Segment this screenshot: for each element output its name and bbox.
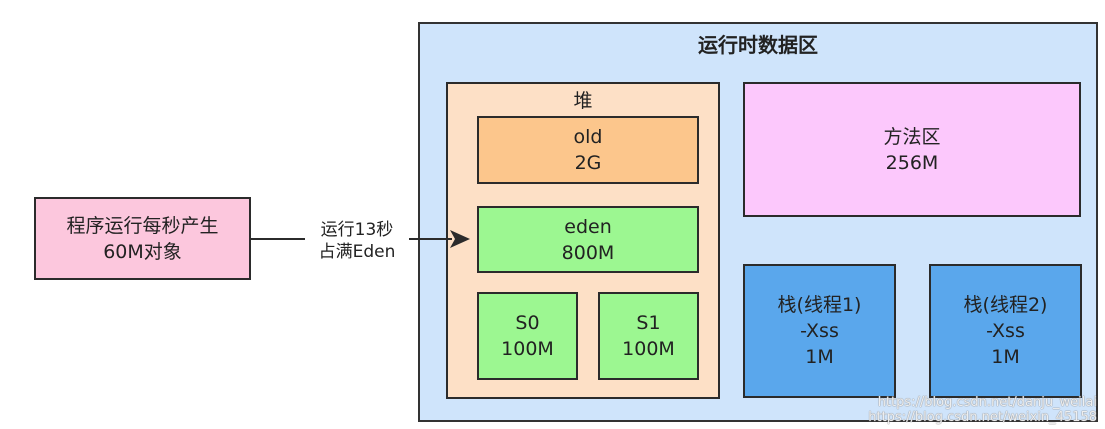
survivor-s1-label: S1 [636,312,661,334]
survivor-s0-label: S0 [515,312,540,334]
old-generation-label: old [573,126,603,148]
stack-thread1-box: 栈(线程1) -Xss 1M [743,264,896,398]
arrow-label-line2: 占满Eden [318,242,396,262]
arrow-head [450,230,470,248]
stack-thread2-size: 1M [991,346,1020,368]
watermark: https://blog.csdn.net/danju_weilai https… [868,395,1097,425]
program-label-line2: 60M对象 [103,240,182,263]
stack-thread1-size: 1M [805,346,834,368]
eden-size: 800M [561,241,615,264]
stack-thread2-box: 栈(线程2) -Xss 1M [929,264,1082,398]
arrow-label-line1: 运行13秒 [320,220,394,240]
stack-thread2-param: -Xss [986,320,1025,342]
old-generation-box: old 2G [477,116,699,184]
program-label-line1: 程序运行每秒产生 [66,214,219,237]
survivor-s0-box: S0 100M [477,292,578,380]
stack-thread2-label: 栈(线程2) [963,294,1048,316]
heap-title: 堆 [573,90,593,112]
stack-thread1-param: -Xss [800,320,839,342]
eden-box: eden 800M [477,206,699,273]
old-generation-size: 2G [574,152,602,174]
eden-label: eden [564,215,612,238]
stack-thread1-label: 栈(线程1) [777,294,862,316]
method-area-size: 256M [885,151,939,174]
watermark-line2: https://blog.csdn.net/weixin_45158 [868,410,1097,425]
survivor-s1-box: S1 100M [598,292,699,380]
method-area-label: 方法区 [883,125,941,148]
watermark-line1: https://blog.csdn.net/danju_weilai [877,395,1097,410]
program-box: 程序运行每秒产生 60M对象 [34,197,251,280]
survivor-s0-size: 100M [501,338,554,360]
method-area-box: 方法区 256M [743,82,1081,217]
survivor-s1-size: 100M [622,338,675,360]
runtime-data-area-title: 运行时数据区 [698,33,818,57]
arrow-label: 运行13秒 占满Eden [305,219,409,263]
